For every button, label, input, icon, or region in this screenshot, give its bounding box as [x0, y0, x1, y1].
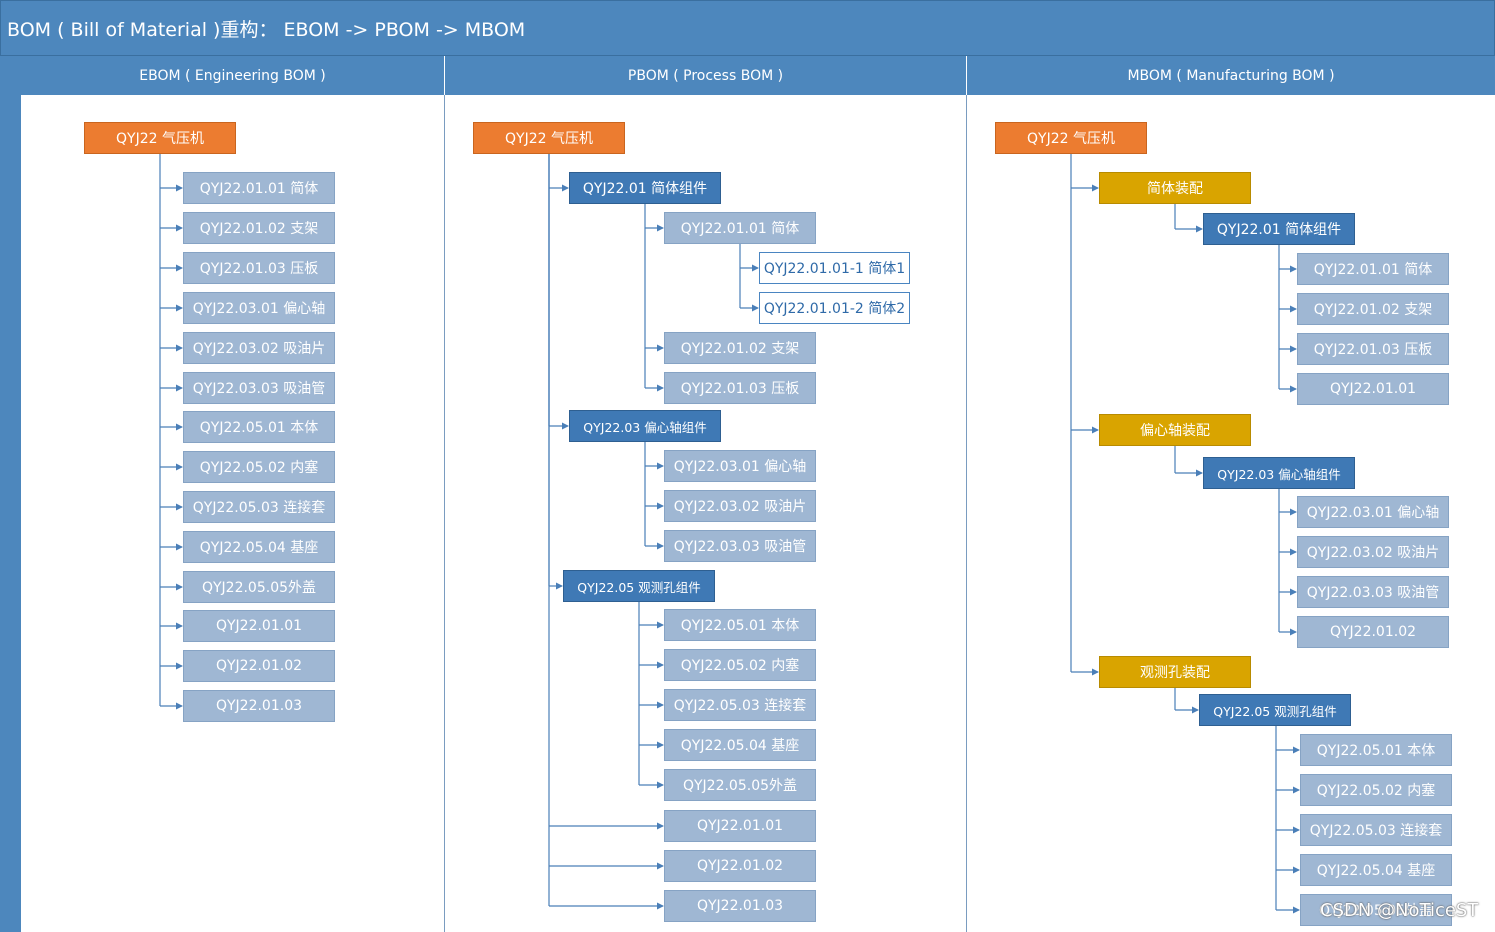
ebom-item[interactable]: QYJ22.01.03 压板	[183, 252, 335, 284]
pbom-item[interactable]: QYJ22.03.02 吸油片	[664, 490, 816, 522]
pbom-group-node[interactable]: QYJ22.05 观测孔组件	[563, 570, 715, 602]
watermark: CSDN @NoTiceST	[1320, 900, 1479, 921]
mbom-item[interactable]: QYJ22.05.04 基座	[1300, 854, 1452, 886]
ebom-item[interactable]: QYJ22.03.03 吸油管	[183, 372, 335, 404]
mbom-item[interactable]: QYJ22.03.01 偏心轴	[1297, 496, 1449, 528]
pbom-root-node[interactable]: QYJ22 气压机	[473, 122, 625, 154]
ebom-item[interactable]: QYJ22.01.01	[183, 610, 335, 642]
mbom-assembly-node[interactable]: 观测孔装配	[1099, 656, 1251, 688]
mbom-item[interactable]: QYJ22.03.02 吸油片	[1297, 536, 1449, 568]
pbom-item[interactable]: QYJ22.01.03 压板	[664, 372, 816, 404]
pbom-item[interactable]: QYJ22.01.01 简体	[664, 212, 816, 244]
mbom-item[interactable]: QYJ22.05.02 内塞	[1300, 774, 1452, 806]
pbom-column-header: PBOM ( Process BOM )	[445, 56, 967, 95]
mbom-group-node[interactable]: QYJ22.01 简体组件	[1203, 213, 1355, 245]
ebom-root-node[interactable]: QYJ22 气压机	[84, 122, 236, 154]
pbom-item[interactable]: QYJ22.05.05外盖	[664, 769, 816, 801]
pbom-subpart-node[interactable]: QYJ22.01.01-1 简体1	[759, 252, 910, 284]
mbom-root-node[interactable]: QYJ22 气压机	[995, 122, 1147, 154]
ebom-item[interactable]: QYJ22.01.02	[183, 650, 335, 682]
mbom-item[interactable]: QYJ22.01.01	[1297, 373, 1449, 405]
pbom-item[interactable]: QYJ22.05.04 基座	[664, 729, 816, 761]
ebom-item[interactable]: QYJ22.05.01 本体	[183, 411, 335, 443]
pbom-item[interactable]: QYJ22.05.02 内塞	[664, 649, 816, 681]
title-bar: BOM ( Bill of Material )重构： EBOM -> PBOM…	[0, 0, 1495, 56]
left-strip	[0, 56, 21, 932]
ebom-column-header: EBOM ( Engineering BOM )	[21, 56, 445, 95]
ebom-item[interactable]: QYJ22.03.01 偏心轴	[183, 292, 335, 324]
pbom-item[interactable]: QYJ22.05.03 连接套	[664, 689, 816, 721]
mbom-group-node[interactable]: QYJ22.03 偏心轴组件	[1203, 457, 1355, 489]
pbom-group-node[interactable]: QYJ22.01 简体组件	[569, 172, 721, 204]
mbom-column-header: MBOM ( Manufacturing BOM )	[967, 56, 1495, 95]
mbom-item[interactable]: QYJ22.01.01 简体	[1297, 253, 1449, 285]
mbom-item[interactable]: QYJ22.05.01 本体	[1300, 734, 1452, 766]
ebom-item[interactable]: QYJ22.05.05外盖	[183, 571, 335, 603]
mbom-assembly-node[interactable]: 简体装配	[1099, 172, 1251, 204]
mbom-item[interactable]: QYJ22.03.03 吸油管	[1297, 576, 1449, 608]
ebom-item[interactable]: QYJ22.01.03	[183, 690, 335, 722]
ebom-item[interactable]: QYJ22.05.04 基座	[183, 531, 335, 563]
mbom-assembly-node[interactable]: 偏心轴装配	[1099, 414, 1251, 446]
ebom-item[interactable]: QYJ22.05.03 连接套	[183, 491, 335, 523]
mbom-item[interactable]: QYJ22.01.03 压板	[1297, 333, 1449, 365]
pbom-subpart-node[interactable]: QYJ22.01.01-2 简体2	[759, 292, 910, 324]
mbom-item[interactable]: QYJ22.05.05外盖	[1300, 894, 1452, 926]
mbom-item[interactable]: QYJ22.01.02 支架	[1297, 293, 1449, 325]
mbom-group-node[interactable]: QYJ22.05 观测孔组件	[1199, 694, 1351, 726]
page-title: BOM ( Bill of Material )重构： EBOM -> PBOM…	[7, 19, 526, 41]
pbom-group-node[interactable]: QYJ22.03 偏心轴组件	[569, 410, 721, 442]
ebom-item[interactable]: QYJ22.01.01 简体	[183, 172, 335, 204]
pbom-item[interactable]: QYJ22.03.01 偏心轴	[664, 450, 816, 482]
ebom-item[interactable]: QYJ22.01.02 支架	[183, 212, 335, 244]
pbom-item[interactable]: QYJ22.03.03 吸油管	[664, 530, 816, 562]
pbom-item[interactable]: QYJ22.01.02 支架	[664, 332, 816, 364]
pbom-loose-item[interactable]: QYJ22.01.02	[664, 850, 816, 882]
mbom-item[interactable]: QYJ22.01.02	[1297, 616, 1449, 648]
ebom-item[interactable]: QYJ22.03.02 吸油片	[183, 332, 335, 364]
pbom-loose-item[interactable]: QYJ22.01.03	[664, 890, 816, 922]
pbom-loose-item[interactable]: QYJ22.01.01	[664, 810, 816, 842]
pbom-item[interactable]: QYJ22.05.01 本体	[664, 609, 816, 641]
ebom-item[interactable]: QYJ22.05.02 内塞	[183, 451, 335, 483]
mbom-item[interactable]: QYJ22.05.03 连接套	[1300, 814, 1452, 846]
